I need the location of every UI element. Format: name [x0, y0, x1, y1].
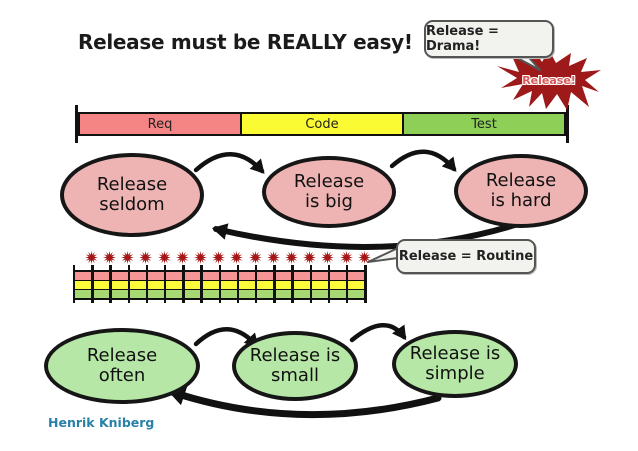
- release-star-icon: [266, 251, 280, 264]
- arrow-big-to-hard: [389, 149, 457, 172]
- release-star-icon: [303, 251, 317, 264]
- routine-speech-bubble: Release = Routine: [396, 239, 536, 274]
- release-star-icon: [157, 251, 171, 264]
- phase-segment-label: Req: [147, 116, 173, 132]
- page-title: Release must be REALLY easy!: [78, 30, 413, 54]
- strip-divider: [91, 265, 94, 303]
- strip-divider: [145, 265, 149, 303]
- node-release-is-big: Release is big: [262, 156, 396, 228]
- strip-divider: [327, 265, 331, 303]
- phase-segment-label: Code: [305, 116, 339, 132]
- node-release-is-small: Release is small: [232, 331, 358, 401]
- strip-divider: [200, 265, 203, 303]
- release-star-icon: [284, 251, 298, 264]
- strip-divider: [218, 265, 221, 303]
- strip-divider: [73, 265, 76, 303]
- routine-bubble-label: Release = Routine: [398, 249, 534, 264]
- drama-bubble-label: Release = Drama!: [426, 24, 499, 54]
- strip-divider: [182, 265, 185, 303]
- phase-segment-req: Req: [80, 114, 240, 134]
- node-release-is-simple: Release is simple: [392, 330, 518, 398]
- strip-divider: [127, 265, 130, 303]
- routine-bubble-tail: [367, 247, 399, 263]
- phase-bar-segments: Req Code Test: [78, 112, 566, 136]
- strip-divider: [309, 265, 312, 303]
- drama-speech-bubble: Release = Drama!: [424, 20, 554, 58]
- release-star-icon: [139, 251, 153, 264]
- phase-segment-test: Test: [402, 114, 564, 134]
- strip-divider: [291, 265, 294, 303]
- author-signature: Henrik Kniberg: [48, 415, 155, 430]
- release-star-icon: [84, 251, 98, 264]
- release-star-icon: [248, 251, 262, 264]
- phase-segment-code: Code: [240, 114, 402, 134]
- release-star-icon: [102, 251, 116, 264]
- strip-divider: [164, 265, 167, 303]
- phase-bar: Req Code Test: [75, 105, 569, 143]
- release-star-icon: [121, 251, 135, 264]
- strip-divider: [346, 265, 349, 303]
- release-star-icon: [175, 251, 189, 264]
- burst-label: Release!: [522, 73, 576, 87]
- release-star-icon: [230, 251, 244, 264]
- burst-shape: [497, 50, 601, 110]
- strip-divider: [109, 265, 112, 303]
- phase-bar-left-tick: [75, 105, 78, 143]
- strip-divider: [236, 265, 240, 303]
- phase-segment-label: Test: [471, 116, 497, 132]
- release-star-icon: [339, 251, 353, 264]
- release-star-icon: [321, 251, 335, 264]
- arrow-small-to-simple: [349, 323, 407, 343]
- strip-divider: [273, 265, 276, 303]
- node-release-is-hard: Release is hard: [454, 154, 588, 228]
- release-strip: [73, 251, 371, 303]
- release-star-icon: [193, 251, 207, 264]
- strip-divider: [364, 265, 367, 303]
- release-star-icon: [212, 251, 226, 264]
- strip-divider: [255, 265, 258, 303]
- phase-bar-right-tick: [566, 105, 569, 143]
- release-star-icon: [357, 251, 371, 264]
- node-release-seldom: Release seldom: [60, 153, 204, 237]
- release-burst-icon: [497, 50, 601, 110]
- arrow-seldom-to-big: [193, 152, 265, 174]
- node-release-often: Release often: [44, 328, 200, 404]
